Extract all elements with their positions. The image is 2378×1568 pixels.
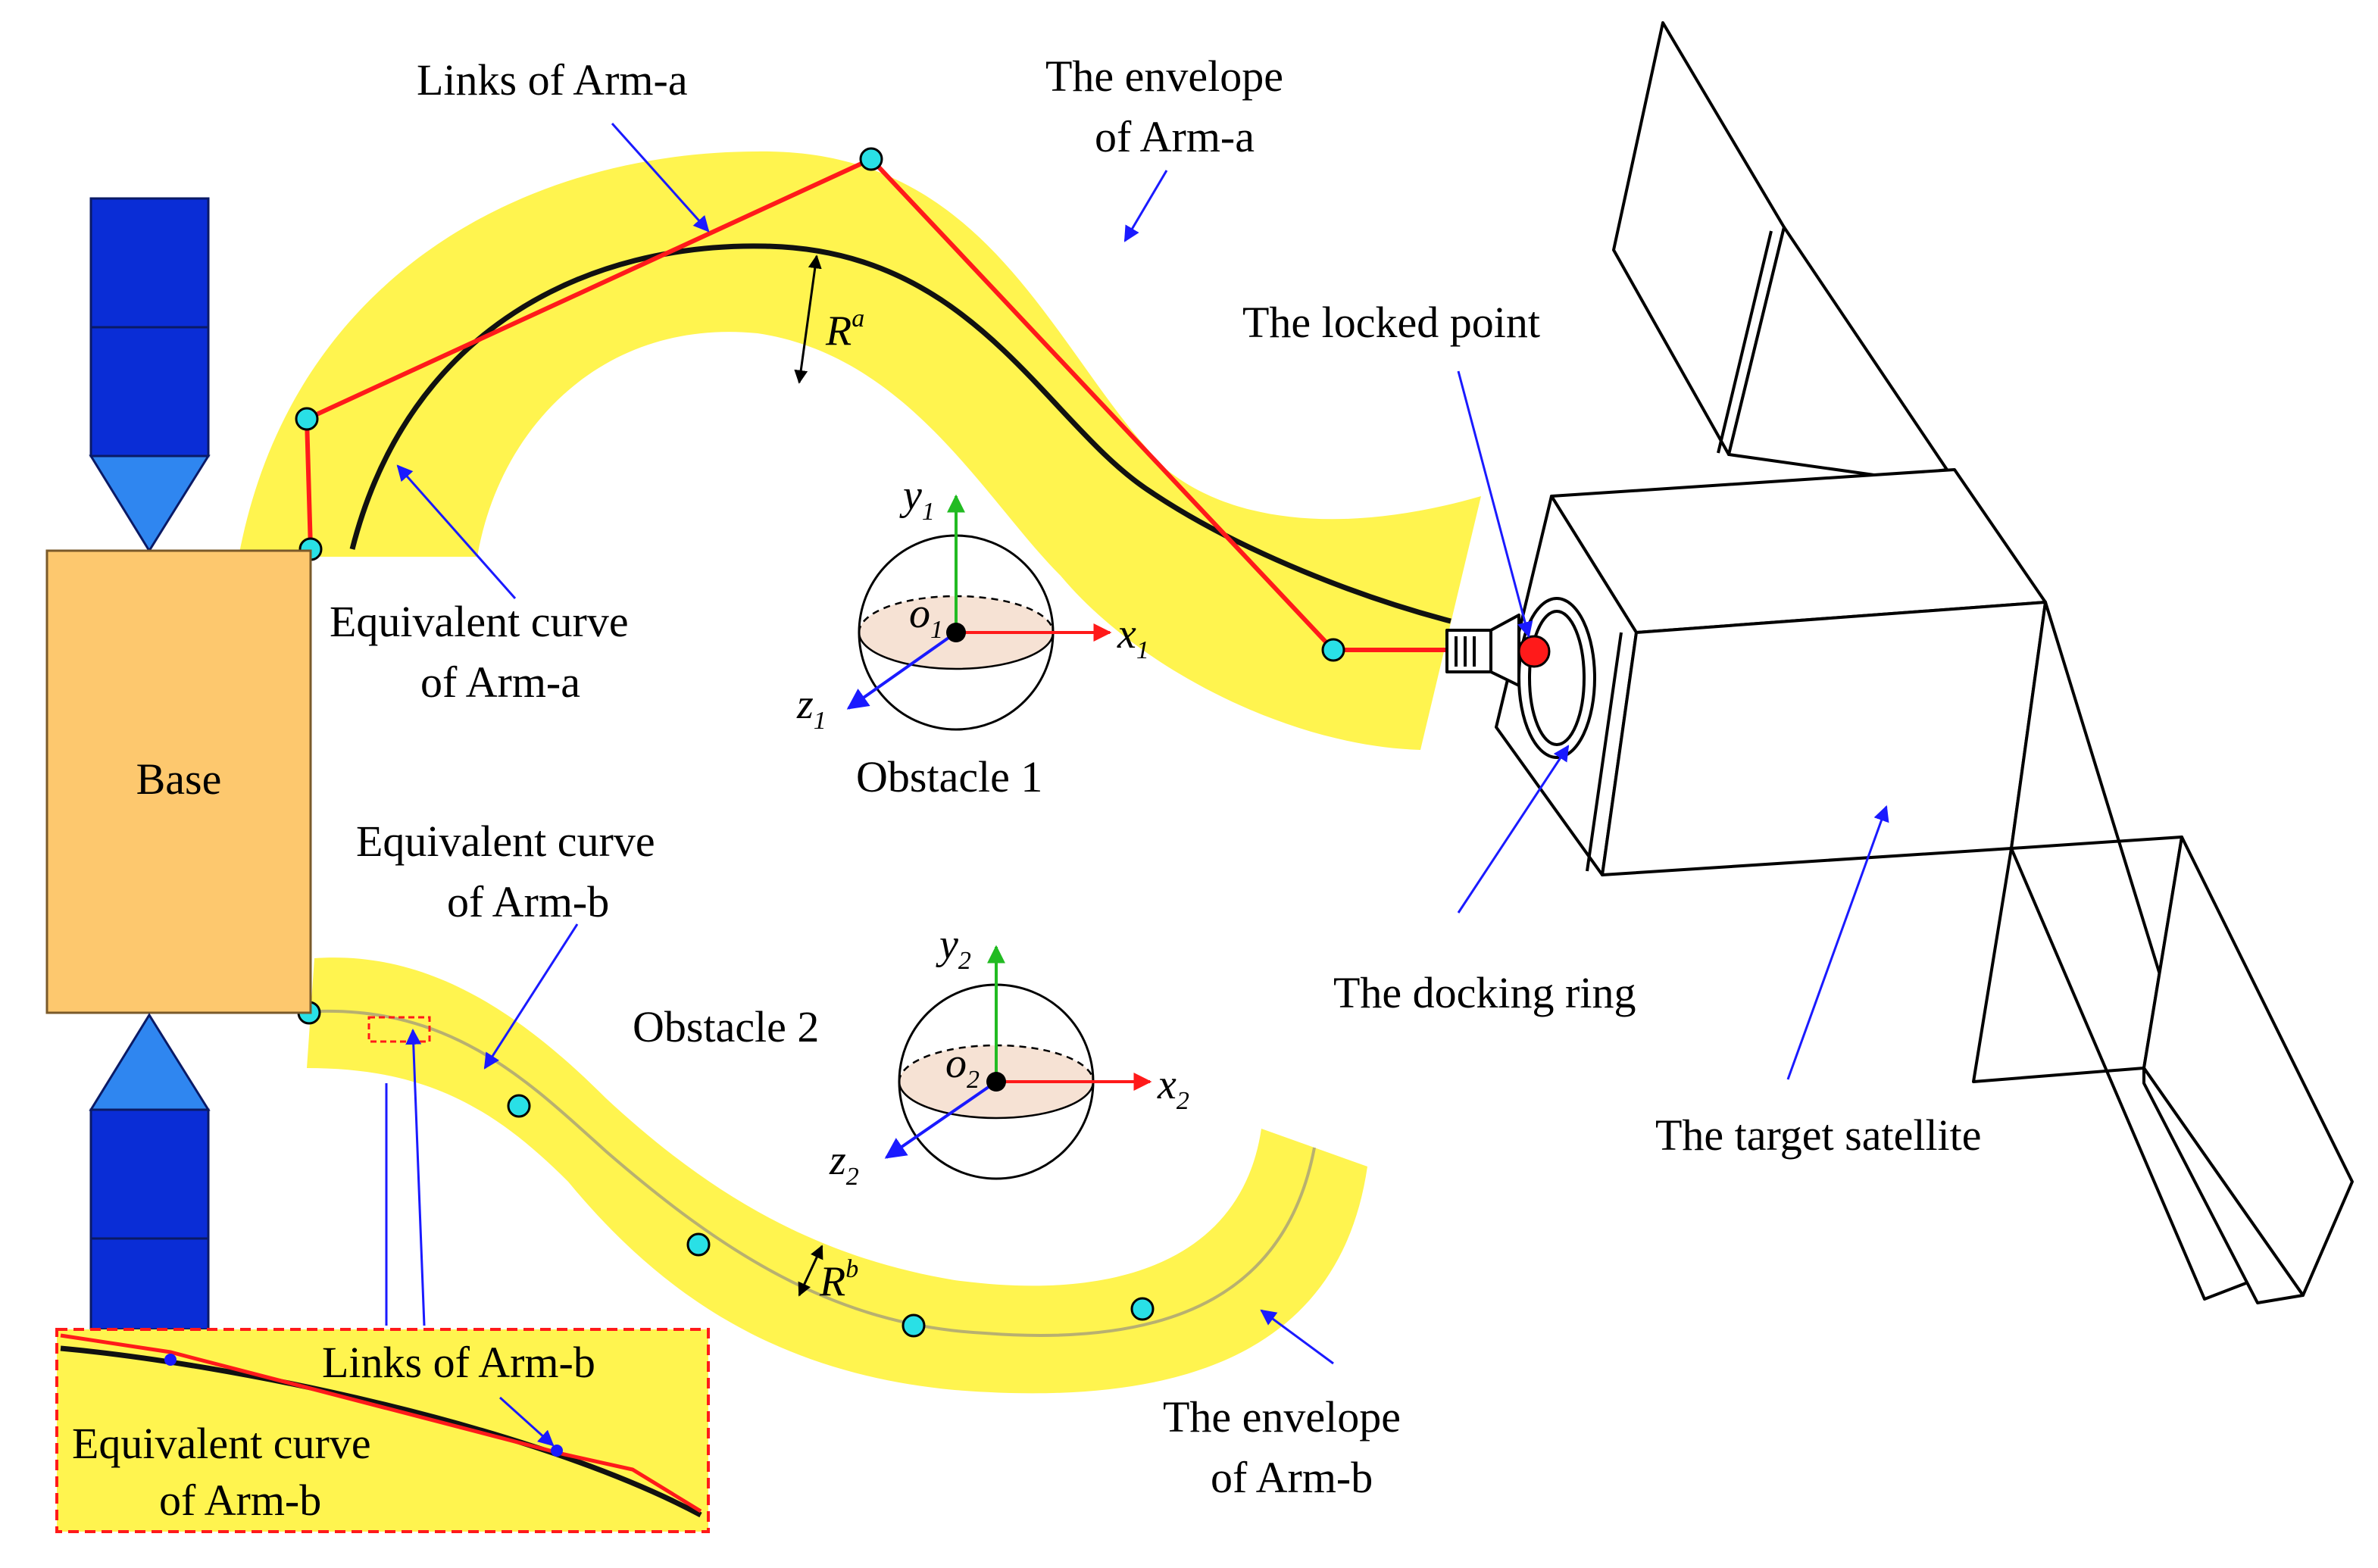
base-solar-panel-top-2	[89, 326, 210, 458]
obstacle2-y-label: y2	[936, 921, 971, 975]
label-envelope-arm-a-1: The envelope	[1045, 52, 1283, 101]
satellite-solar-panel-lower-2	[2142, 1067, 2305, 1304]
envelope-arm-a	[239, 151, 1481, 750]
joint-b-4	[902, 1313, 926, 1338]
label-links-arm-a: Links of Arm-a	[417, 55, 688, 105]
joint-b-3	[686, 1232, 711, 1257]
inset-equiv-label-2: of Arm-b	[159, 1476, 321, 1525]
pointer-envelope-arm-b	[1260, 1309, 1334, 1365]
target-satellite	[1445, 21, 2354, 1304]
label-envelope-arm-a-2: of Arm-a	[1095, 112, 1255, 161]
obstacle-1	[846, 494, 1112, 731]
pointer-locked-point	[1457, 370, 1533, 639]
label-equiv-curve-arm-a-2: of Arm-a	[420, 657, 580, 707]
inset-zoom: Links of Arm-b Equivalent curve of Arm-b	[55, 1328, 710, 1533]
label-equiv-curve-arm-b-1: Equivalent curve	[356, 817, 655, 866]
obstacle2-origin-label: o2	[945, 1040, 980, 1094]
base-cone-top	[89, 454, 211, 553]
radius-a-arrow	[794, 255, 822, 384]
base-label: Base	[136, 754, 222, 804]
pointer-docking-ring	[1457, 745, 1570, 914]
obstacle1-y-label: y1	[899, 472, 935, 526]
joint-a-3	[859, 147, 883, 171]
joint-a-4	[1321, 638, 1345, 662]
obstacle2-z-label: z2	[829, 1137, 859, 1191]
label-docking-ring: The docking ring	[1333, 968, 1636, 1017]
inset-point-1	[164, 1354, 177, 1366]
joint-a-2	[295, 407, 319, 431]
base-solar-panel-bottom-1	[89, 1108, 210, 1240]
inset-point-2	[551, 1445, 563, 1457]
docking-ring-inner	[1528, 610, 1586, 746]
inset-links	[60, 1333, 702, 1513]
radius-b-label: Rb	[819, 1255, 858, 1305]
pointer-inset-to-region-1	[405, 1028, 426, 1326]
radius-a-label: Ra	[825, 305, 864, 355]
satellite-body-side	[1601, 601, 2047, 876]
end-effector	[1445, 629, 1492, 673]
obstacle1-origin-label: o1	[909, 590, 943, 644]
obstacle2-z-axis	[884, 1080, 998, 1159]
label-envelope-arm-b-2: of Arm-b	[1211, 1453, 1373, 1502]
base-body	[45, 549, 312, 1014]
zoom-region-marker	[367, 1016, 431, 1043]
pointer-equiv-curve-arm-b	[483, 923, 579, 1070]
base-cone-bottom	[89, 1013, 211, 1111]
label-envelope-arm-b-1: The envelope	[1163, 1392, 1401, 1441]
obstacle1-z-axis	[846, 631, 958, 710]
envelope-arm-b	[307, 957, 1367, 1394]
end-effector-jaw	[1489, 614, 1520, 687]
pointer-equiv-curve-arm-a	[396, 464, 517, 599]
pointer-envelope-arm-a	[1123, 170, 1168, 242]
inset-links-label: Links of Arm-b	[322, 1338, 595, 1387]
base-solar-panel-top-1	[89, 197, 210, 329]
obstacle1-x-label: x1	[1117, 611, 1149, 664]
obstacle1-z-label: z1	[796, 681, 827, 735]
joint-b-2	[507, 1094, 531, 1118]
inset-links-arrow	[498, 1396, 555, 1447]
locked-point-marker	[1517, 635, 1551, 668]
obstacle-2	[884, 945, 1152, 1180]
radius-b-arrow	[798, 1245, 823, 1297]
obstacle2-label: Obstacle 2	[633, 1002, 819, 1051]
obstacle1-label: Obstacle 1	[856, 752, 1042, 801]
label-equiv-curve-arm-b-2: of Arm-b	[447, 877, 609, 926]
label-locked-point: The locked point	[1242, 298, 1540, 347]
label-equiv-curve-arm-a-1: Equivalent curve	[330, 597, 629, 646]
pointer-links-arm-a	[611, 123, 710, 233]
obstacle2-x-label: x2	[1157, 1061, 1189, 1115]
joint-b-5	[1130, 1297, 1155, 1321]
inset-equiv-label-1: Equivalent curve	[72, 1419, 371, 1468]
inset-equivalent-curve	[60, 1345, 702, 1518]
label-target-satellite: The target satellite	[1655, 1110, 1982, 1160]
base-solar-panel-bottom-2	[89, 1237, 210, 1331]
pointer-target-satellite	[1786, 805, 1889, 1080]
equivalent-curve-arm-a	[349, 243, 1451, 624]
